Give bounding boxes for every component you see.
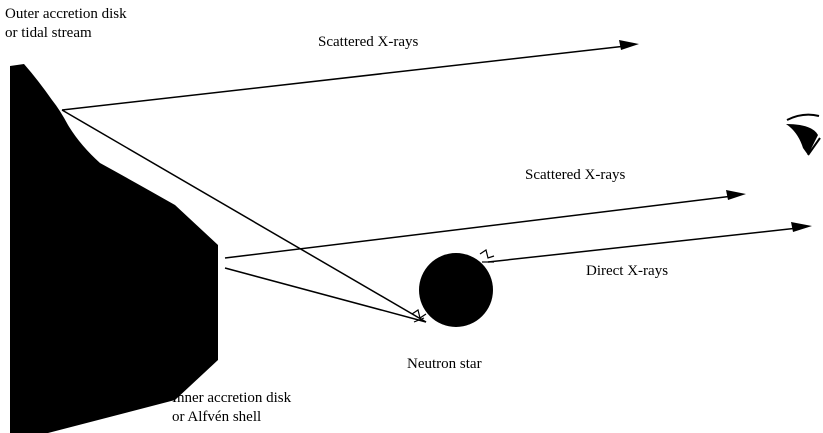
neutron-star — [419, 253, 493, 327]
inner-disk-label: Inner accretion disk or Alfvén shell — [172, 389, 291, 427]
scattered-ray-middle — [224, 195, 734, 259]
direct-x-rays-label: Direct X-rays — [586, 263, 669, 279]
scattered-x-rays-middle-label: Scattered X-rays — [525, 167, 626, 183]
inner-disk-label-line2: or Alfvén shell — [172, 409, 262, 425]
arrowhead-top — [619, 40, 639, 50]
outer-disk-label-line2: or tidal stream — [5, 25, 92, 41]
arrowhead-direct — [791, 222, 812, 232]
neutron-star-label: Neutron star — [407, 356, 482, 372]
scattered-ray-top — [61, 45, 627, 111]
direct-ray — [487, 227, 799, 263]
arrowhead-middle — [726, 190, 746, 200]
ray-outer-to-star — [61, 109, 427, 323]
ray-inner-to-star — [224, 267, 427, 323]
emission-marks-upper-right — [479, 249, 495, 263]
eye-icon — [786, 113, 821, 156]
inner-disk-label-line1: Inner accretion disk — [172, 390, 292, 406]
outer-disk-label: Outer accretion disk or tidal stream — [5, 5, 127, 43]
outer-disk-label-line1: Outer accretion disk — [5, 6, 127, 22]
accretion-disk-shape — [10, 64, 218, 433]
emission-marks-lower-left — [411, 309, 427, 323]
scattered-x-rays-top-label: Scattered X-rays — [318, 34, 419, 50]
